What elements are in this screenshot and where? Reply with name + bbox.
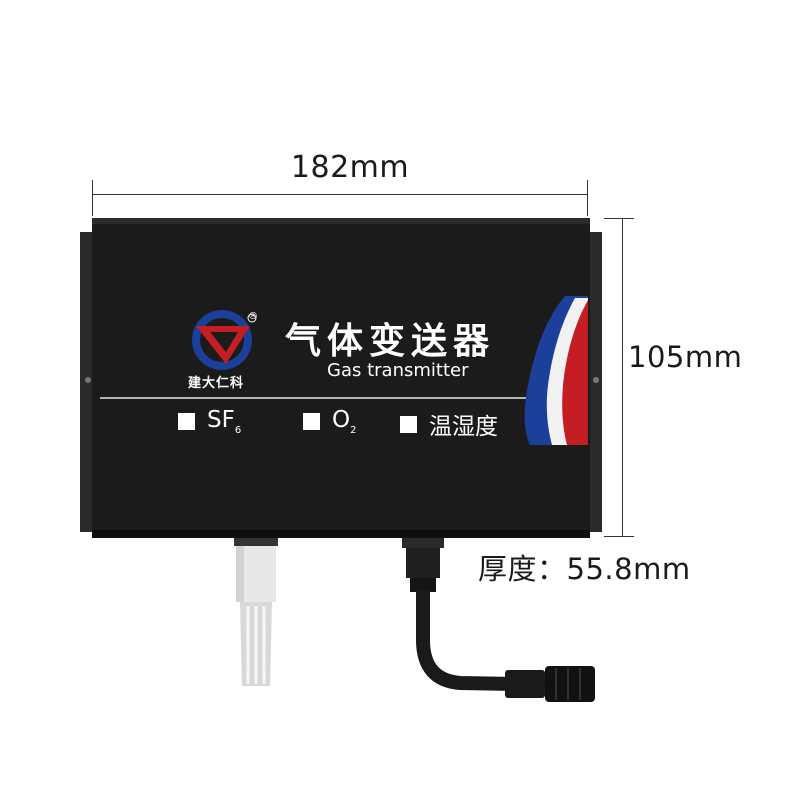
checkbox-sf6[interactable] <box>178 413 195 430</box>
product-subtitle: Gas transmitter <box>327 360 469 381</box>
width-dimension-line <box>92 194 588 195</box>
product-title: 气体变送器 <box>285 321 496 362</box>
width-dimension-label: 182mm <box>290 150 410 185</box>
sensor-probe <box>234 538 278 686</box>
device-case <box>92 218 590 538</box>
cable-connector <box>505 666 595 702</box>
height-dimension-label: 105mm <box>628 340 743 374</box>
option-temp-humidity-label: 温湿度 <box>429 414 498 440</box>
checkbox-temp-humidity[interactable] <box>400 415 417 433</box>
width-dimension-tick-left <box>92 180 93 216</box>
option-o2-label: O2 <box>332 407 357 436</box>
depth-dimension-label: 厚度：55.8mm <box>478 552 691 586</box>
option-sf6-label: SF6 <box>207 407 242 436</box>
width-dimension-tick-right <box>587 180 588 216</box>
option-sf6: SF6 <box>178 407 241 436</box>
height-dimension-tick-bottom <box>604 536 634 537</box>
registered-mark: ® <box>248 311 258 322</box>
height-dimension-tick-top <box>604 218 634 219</box>
cable <box>416 590 521 691</box>
checkbox-o2[interactable] <box>303 413 320 430</box>
height-dimension-line <box>622 218 623 536</box>
cable-gland <box>402 538 444 592</box>
brand-logo-icon <box>192 310 257 370</box>
brand-name: 建大仁科 <box>188 376 245 391</box>
option-temp-humidity: 温湿度 <box>400 407 498 441</box>
flame-red-shape <box>562 300 588 445</box>
option-o2: O2 <box>303 407 356 436</box>
